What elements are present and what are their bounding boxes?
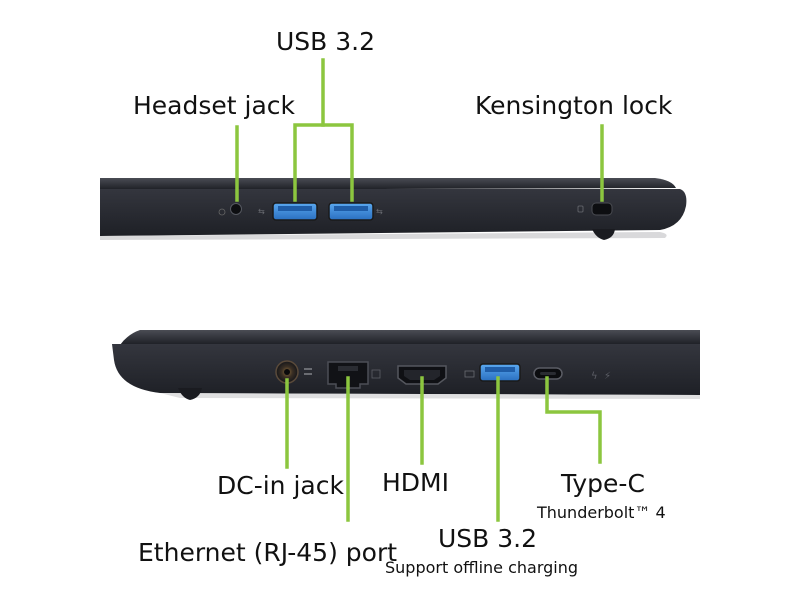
label-thunderbolt-4: Thunderbolt™ 4 [537, 503, 666, 522]
label-ethernet-rj45-port: Ethernet (RJ-45) port [138, 538, 398, 567]
hdmi-port [397, 365, 447, 385]
lid-top [100, 178, 676, 190]
label-hdmi: HDMI [382, 468, 449, 497]
label-usb-3-2-bottom: USB 3.2 [438, 524, 538, 553]
headset-jack-port [218, 203, 242, 216]
label-dc-in-jack: DC-in jack [217, 471, 344, 500]
svg-text:ϟ: ϟ [591, 371, 598, 382]
leader-lines [235, 58, 604, 522]
label-type-c: Type-C [561, 469, 645, 498]
label-headset-jack: Headset jack [133, 91, 296, 120]
laptop-base-top [100, 189, 687, 236]
label-usb-3-2-top: USB 3.2 [276, 27, 376, 56]
lid-bottom [120, 330, 700, 345]
usb-port-top-1 [272, 202, 318, 221]
leader-type-c [545, 376, 602, 464]
svg-text:⇆: ⇆ [376, 207, 383, 216]
label-kensington-lock: Kensington lock [475, 91, 673, 120]
kensington-lock-slot [577, 202, 613, 216]
rubber-foot-top [592, 229, 615, 240]
svg-text:⚡: ⚡ [604, 371, 611, 382]
usb-port-bottom [464, 363, 521, 382]
laptop-right-side: ϟ ⚡ [112, 330, 700, 400]
usb-port-top-2 [328, 202, 374, 221]
laptop-left-side: ⇆ ⇆ [100, 178, 687, 240]
rubber-foot-bottom [178, 388, 202, 400]
leader-usb-top-bracket [293, 123, 354, 202]
ethernet-port [327, 361, 381, 389]
label-support-offline-charging: Support offline charging [385, 558, 579, 577]
svg-text:⇆: ⇆ [258, 207, 265, 216]
